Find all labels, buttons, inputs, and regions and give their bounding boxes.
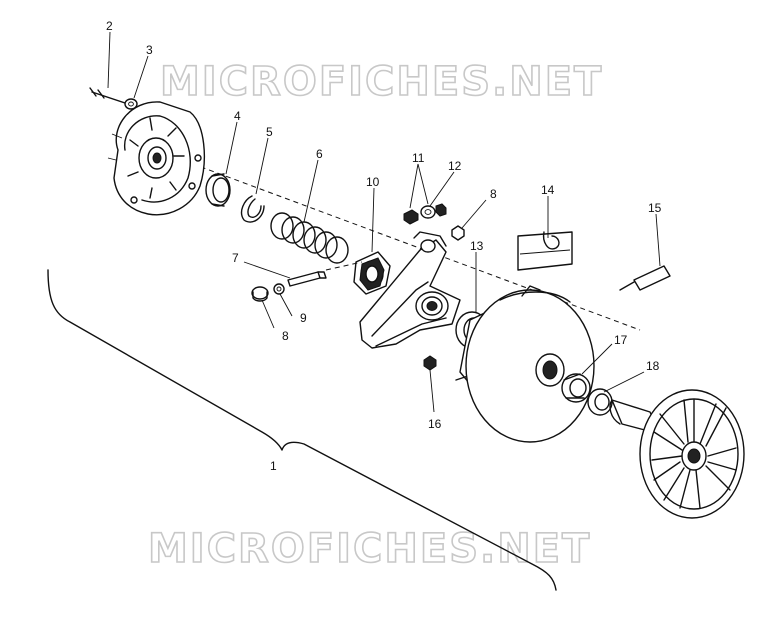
- callout-2: 2: [106, 19, 113, 33]
- assembly-brace: [47, 269, 557, 591]
- callout-17: 17: [614, 333, 628, 347]
- watermark-bottom: MICROFICHES.NET: [148, 526, 591, 572]
- part-4-bushing: [205, 173, 231, 207]
- callout-18: 18: [646, 359, 660, 373]
- part-10-spider-hub: [353, 251, 391, 295]
- part-17-bushing: [561, 373, 591, 403]
- callout-5: 5: [266, 125, 273, 139]
- callout-12: 12: [448, 159, 462, 173]
- part-2-bolt: [89, 87, 129, 105]
- part-16-nut: [423, 355, 437, 371]
- part-14-decal: [517, 231, 573, 271]
- callout-6: 6: [316, 147, 323, 161]
- part-8-cap-right: [451, 225, 465, 241]
- part-18-washer: [587, 388, 613, 416]
- part-5-snap-ring: [240, 195, 265, 223]
- callout-7: 7: [232, 251, 239, 265]
- callout-1: 1: [270, 459, 277, 473]
- part-3-washer: [124, 98, 138, 110]
- callout-8-right: 8: [490, 187, 497, 201]
- leader-lines: [107, 31, 661, 413]
- moveable-sheave-disc: [455, 285, 595, 443]
- callout-3: 3: [146, 43, 153, 57]
- callout-11: 11: [412, 151, 425, 165]
- part-15-pin: [619, 265, 671, 291]
- clutch-cover-housing: [107, 101, 205, 216]
- callout-13: 13: [470, 239, 484, 253]
- watermark-top: MICROFICHES.NET: [160, 59, 603, 105]
- callout-10: 10: [366, 175, 380, 189]
- callout-14: 14: [541, 183, 555, 197]
- part-8-cap-left: [251, 286, 269, 302]
- part-7-pin: [287, 271, 327, 287]
- fixed-sheave-wheel: [609, 389, 745, 519]
- pin-axis-line: [325, 261, 363, 271]
- sheave-arm: [359, 231, 461, 349]
- callout-15: 15: [648, 201, 662, 215]
- part-11-nut: [403, 209, 419, 225]
- part-12-washer: [420, 203, 447, 219]
- callout-4: 4: [234, 109, 241, 123]
- callout-8-left: 8: [282, 329, 289, 343]
- callout-16: 16: [428, 417, 442, 431]
- part-6-spring: [270, 212, 349, 264]
- part-9-o-ring: [273, 283, 285, 295]
- callout-9: 9: [300, 311, 307, 325]
